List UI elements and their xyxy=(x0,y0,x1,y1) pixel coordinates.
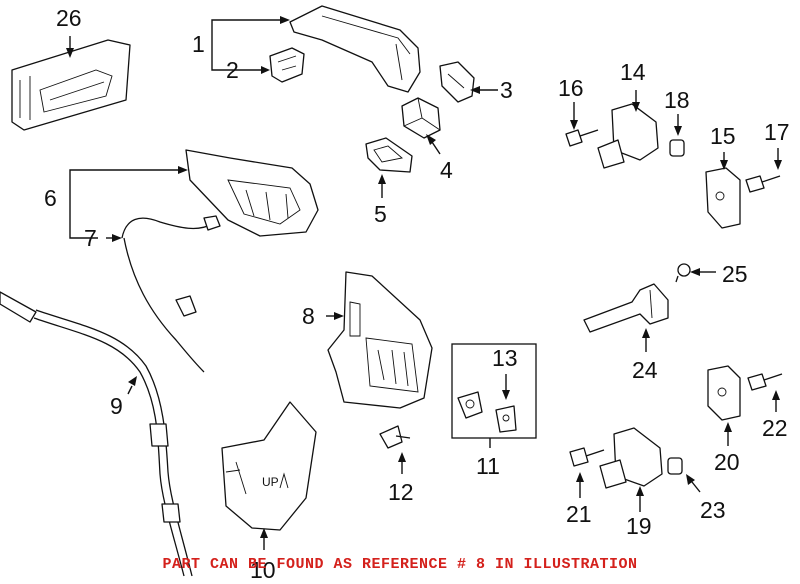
part-3-handle-bracket xyxy=(439,61,475,103)
part-21-bolt xyxy=(569,447,605,467)
part-19-lower-hinge xyxy=(599,427,663,489)
lock-up-marking: UP xyxy=(262,475,279,489)
leader-lines xyxy=(66,16,782,550)
part-14-upper-hinge xyxy=(597,103,659,169)
part-2-handle-clip xyxy=(269,47,305,83)
part-25-screw xyxy=(675,263,691,283)
callout-22: 22 xyxy=(762,415,788,441)
callout-4: 4 xyxy=(440,157,453,183)
callout-12: 12 xyxy=(388,479,414,505)
part-18-bushing xyxy=(669,139,685,157)
callout-18: 18 xyxy=(664,87,690,113)
part-5-gasket xyxy=(365,137,413,173)
callout-15: 15 xyxy=(710,123,736,149)
callout-13: 13 xyxy=(492,345,518,371)
part-17-bolt xyxy=(745,175,781,193)
part-8-lock-actuator xyxy=(327,271,433,409)
callout-24: 24 xyxy=(632,357,658,383)
part-6-handle-carrier xyxy=(185,149,319,237)
part-12-screw xyxy=(379,425,411,449)
callout-3: 3 xyxy=(500,77,513,103)
callout-9: 9 xyxy=(110,393,123,419)
callout-6: 6 xyxy=(44,185,57,211)
callout-14: 14 xyxy=(620,59,646,85)
callout-1: 1 xyxy=(192,31,205,57)
callout-labels: 1 2 3 4 5 6 7 8 9 10 11 12 13 14 15 16 1… xyxy=(44,5,790,583)
callout-19: 19 xyxy=(626,513,652,539)
callout-26: 26 xyxy=(56,5,82,31)
part-24-door-check xyxy=(583,283,669,333)
part-20-hinge-plate xyxy=(707,365,741,421)
part-4-cylinder-housing xyxy=(401,97,441,139)
callout-20: 20 xyxy=(714,449,740,475)
part-1-exterior-handle xyxy=(289,5,421,93)
callout-16: 16 xyxy=(558,75,584,101)
callout-7: 7 xyxy=(84,225,97,251)
callout-11: 11 xyxy=(476,453,500,479)
part-22-bolt xyxy=(747,373,783,391)
part-16-bolt xyxy=(565,129,599,147)
part-7-cable xyxy=(121,215,221,373)
part-9-cable xyxy=(0,291,193,577)
part-11-kit xyxy=(451,343,537,439)
callout-23: 23 xyxy=(700,497,726,523)
callout-25: 25 xyxy=(722,261,748,287)
callout-21: 21 xyxy=(566,501,592,527)
callout-10: 10 xyxy=(250,557,276,583)
reference-note: PART CAN BE FOUND AS REFERENCE # 8 IN IL… xyxy=(162,556,638,573)
callout-17: 17 xyxy=(764,119,790,145)
part-26-interior-handle xyxy=(11,39,131,131)
callout-5: 5 xyxy=(374,201,387,227)
part-23-bushing xyxy=(667,457,683,475)
callout-2: 2 xyxy=(226,57,239,83)
callout-8: 8 xyxy=(302,303,315,329)
part-10-lock-shield: UP xyxy=(221,401,317,531)
part-15-hinge-plate xyxy=(705,167,741,229)
